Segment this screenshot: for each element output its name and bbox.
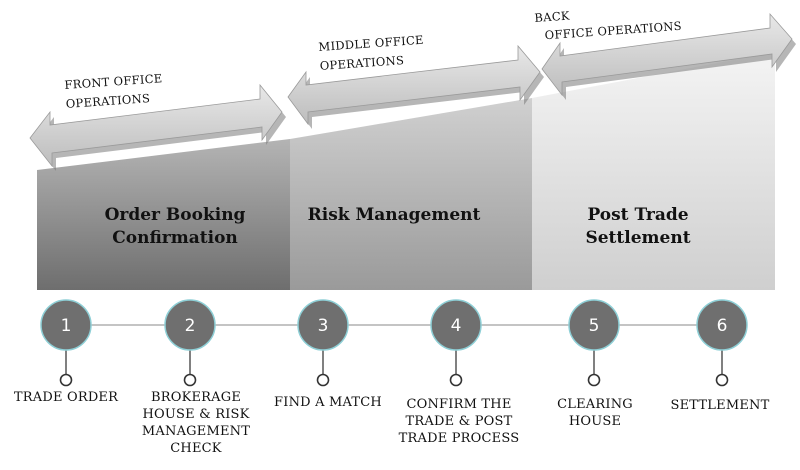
- step-label-line: CLEARING: [557, 397, 633, 412]
- phase-title-post-trade: Post Trade Settlement: [548, 204, 728, 250]
- middle-office-arrow: [287, 44, 544, 129]
- step-label-line: TRADE PROCESS: [398, 431, 520, 446]
- step-label-line: SETTLEMENT: [670, 398, 770, 413]
- phase-block-back: [532, 52, 775, 290]
- step-markers: 1 2 3 4 5 6: [40, 299, 748, 387]
- step-marker-5: 5: [568, 299, 620, 387]
- front-office-arrow: [29, 83, 286, 171]
- step-label-1: TRADE ORDER: [6, 389, 126, 406]
- step-circle: [297, 299, 349, 351]
- phase-title-line1: Order Booking: [104, 205, 246, 225]
- back-office-arrow: [541, 12, 796, 100]
- step-marker-2: 2: [164, 299, 216, 387]
- step-label-line: CHECK: [170, 441, 222, 456]
- step-label-line: HOUSE & RISK: [142, 407, 250, 422]
- step-circle: [40, 299, 92, 351]
- step-label-line: TRADE ORDER: [13, 390, 119, 405]
- step-label-line: TRADE & POST: [405, 414, 513, 429]
- front-office-label: FRONT OFFICE OPERATIONS: [64, 71, 164, 111]
- step-label-5: CLEARING HOUSE: [535, 396, 655, 430]
- phase-title-line2: Settlement: [585, 228, 691, 248]
- step-ring-icon: [449, 373, 463, 387]
- step-label-line: HOUSE: [568, 414, 622, 429]
- step-number: 3: [318, 316, 329, 336]
- step-ring-icon: [715, 373, 729, 387]
- step-number: 5: [589, 316, 600, 336]
- step-label-line: BROKERAGE: [150, 390, 242, 405]
- step-label-3: FIND A MATCH: [263, 394, 393, 411]
- phase-block-middle: [290, 98, 532, 290]
- step-label-2: BROKERAGE HOUSE & RISK MANAGEMENT CHECK: [131, 389, 261, 457]
- step-ring-icon: [183, 373, 197, 387]
- phase-title-line2: Confirmation: [112, 228, 238, 248]
- step-ring-icon: [59, 373, 73, 387]
- step-number: 1: [61, 316, 72, 336]
- step-number: 6: [717, 316, 728, 336]
- step-marker-3: 3: [297, 299, 349, 387]
- step-marker-4: 4: [430, 299, 482, 387]
- step-number: 4: [451, 316, 462, 336]
- step-marker-1: 1: [40, 299, 92, 387]
- phase-block-front: [37, 139, 290, 290]
- step-ring-icon: [316, 373, 330, 387]
- phase-title-order-booking: Order Booking Confirmation: [80, 204, 270, 250]
- step-marker-6: 6: [696, 299, 748, 387]
- step-circle: [696, 299, 748, 351]
- step-circle: [568, 299, 620, 351]
- phase-title-risk-management: Risk Management: [300, 204, 488, 227]
- phase-title-line1: Risk Management: [307, 205, 481, 225]
- phase-title-line1: Post Trade: [587, 205, 689, 225]
- step-label-6: SETTLEMENT: [660, 397, 780, 414]
- step-number: 2: [185, 316, 196, 336]
- step-circle: [164, 299, 216, 351]
- step-label-line: CONFIRM THE: [406, 397, 512, 412]
- step-label-4: CONFIRM THE TRADE & POST TRADE PROCESS: [390, 396, 528, 447]
- step-ring-icon: [587, 373, 601, 387]
- step-label-line: MANAGEMENT: [141, 424, 251, 439]
- step-circle: [430, 299, 482, 351]
- step-label-line: FIND A MATCH: [274, 395, 382, 410]
